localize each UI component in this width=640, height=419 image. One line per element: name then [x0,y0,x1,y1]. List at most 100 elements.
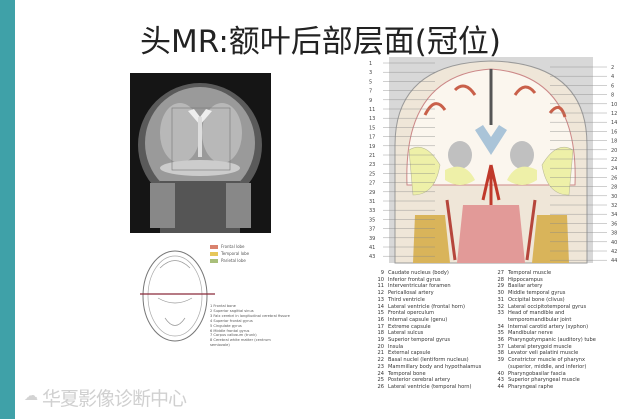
lobe-legend: Frontal lobe Temporal lobe Parietal lobe [210,243,249,264]
key-item: 6 Middle frontal gyrus [210,328,250,333]
key-number: 37 [497,343,504,350]
key-number: 35 [497,330,504,337]
key-text: Pharyngobasilar fascia [508,370,566,377]
key-number: 16 [377,316,384,323]
key-text: Constrictor muscle of pharynx (superior,… [508,357,587,370]
label-number: 5 [369,79,372,85]
label-number: 21 [369,153,375,159]
left-key-list: 1 Frontal bone 2 Superior sagittal sinus… [210,304,290,348]
label-number: 29 [369,190,375,196]
label-number: 10 [611,102,617,108]
key-number: 31 [497,296,504,303]
key-text: Temporal muscle [508,270,552,276]
accent-bar [0,0,15,419]
key-text: Inferior frontal gyrus [388,276,441,283]
key-item: 4 Superior frontal gyrus [210,318,253,323]
key-number: 11 [377,283,384,290]
label-number: 40 [611,240,617,246]
key-text: Posterior cerebral artery [388,377,451,384]
key-item: 10 Inferior frontal gyrus [372,277,484,284]
key-item: 21 External capsule [372,350,484,357]
key-text: Internal carotid artery (syphon) [508,323,589,330]
key-number: 28 [497,276,504,283]
label-number: 31 [369,199,375,205]
key-number: 22 [377,357,384,364]
key-number: 12 [377,290,384,297]
key-number: 14 [377,303,384,310]
key-number: 18 [377,330,384,337]
label-number: 25 [369,171,375,177]
key-number: 44 [497,383,504,390]
label-number: 32 [611,203,617,209]
legend-swatch [210,252,218,256]
label-number: 9 [369,98,372,104]
label-number: 6 [611,83,614,89]
key-number: 15 [377,310,384,317]
key-text: Basal nuclei (lentiform nucleus) [388,357,469,364]
key-number: 9 [380,270,384,276]
label-number: 23 [369,162,375,168]
label-number: 13 [369,116,375,122]
key-item: 24 Temporal bone [372,371,484,378]
label-number: 2 [611,65,614,71]
key-item: 3 Falx cerebri in longitudinal cerebral … [210,313,290,318]
key-text: Lateral ventricle (frontal horn) [388,303,466,310]
key-number: 36 [497,337,504,344]
key-text: Hippocampus [508,276,543,283]
key-text: Pericallosal artery [388,290,434,297]
legend-swatch [210,245,218,249]
label-number: 4 [611,74,614,80]
label-number: 39 [369,236,375,242]
label-number: 34 [611,212,617,218]
label-number: 1 [369,61,372,67]
key-text: Mammillary body and hypothalamus [388,363,482,370]
mri-coronal-image [130,73,271,233]
key-item: 22 Basal nuclei (lentiform nucleus) [372,357,484,364]
key-number: 43 [497,377,504,384]
legend-item: Temporal lobe [210,250,249,257]
key-text: External capsule [388,350,431,357]
legend-item: Frontal lobe [210,243,249,250]
key-number: 40 [497,370,504,377]
key-number: 24 [377,370,384,377]
legend-item: Parietal lobe [210,257,249,264]
key-number: 21 [377,350,384,357]
label-number: 14 [611,120,617,126]
key-text: Temporal bone [388,370,426,377]
key-number: 13 [377,296,384,303]
key-text: Levator veli palatini muscle [508,350,579,357]
key-item: 25 Posterior cerebral artery [372,377,484,384]
label-number: 11 [369,107,375,113]
key-item: 8 Cerebral white matter (centrum semiova… [210,338,271,348]
key-text: Third ventricle [388,296,425,303]
legend-label: Temporal lobe [221,251,250,256]
key-text: Internal capsule (genu) [388,316,448,323]
key-number: 25 [377,377,384,384]
key-item: 12 Pericallosal artery [372,290,484,297]
key-item: 14 Lateral ventricle (frontal horn) [372,304,484,311]
label-number: 8 [611,93,614,99]
label-number: 43 [369,254,375,260]
key-number: 38 [497,350,504,357]
key-number: 20 [377,343,384,350]
key-number: 10 [377,276,384,283]
key-text: Superior pharyngeal muscle [508,377,580,384]
key-text: Frontal operculum [388,310,435,317]
legend-swatch [210,259,218,263]
key-number: 27 [497,270,504,276]
key-number: 17 [377,323,384,330]
key-item: 7 Corpus callosum (trunk) [210,333,257,338]
legend-label: Frontal lobe [221,244,245,249]
key-text: Interventricular foramen [388,283,451,290]
